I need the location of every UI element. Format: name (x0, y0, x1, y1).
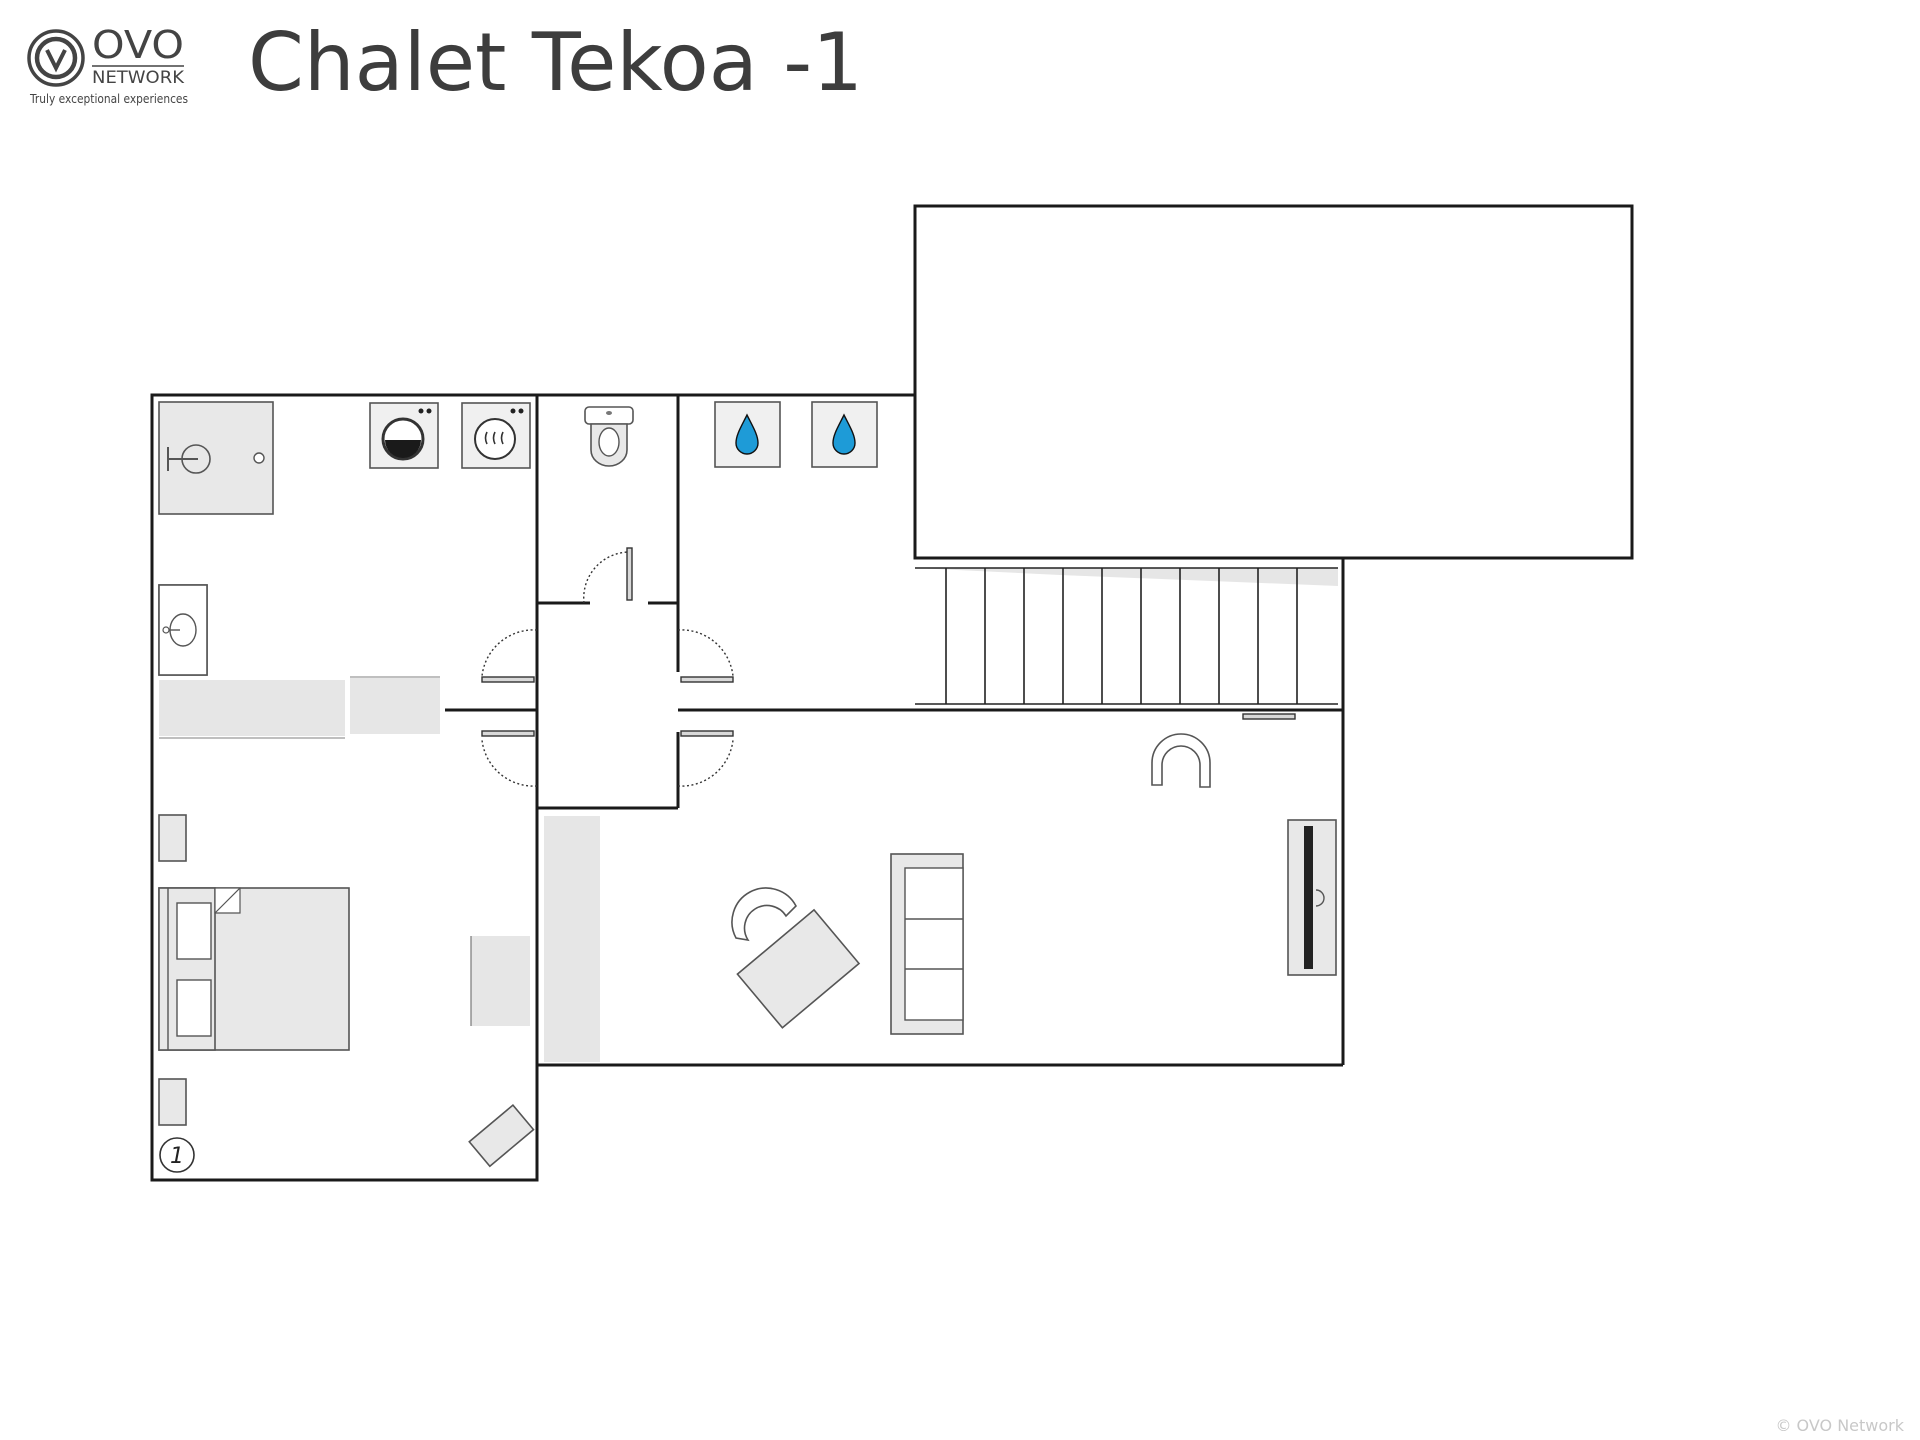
ovo-v-logo-icon (27, 29, 85, 87)
logo-tagline: Truly exceptional experiences (29, 92, 188, 106)
sofa-icon (890, 853, 964, 1035)
dryer-icon (461, 402, 531, 469)
sink-icon (158, 584, 208, 676)
desk (470, 936, 530, 1026)
walls (150, 393, 1345, 1182)
tv-icon (1287, 819, 1337, 976)
logo-sub: NETWORK (92, 68, 185, 88)
stairs-icon (915, 567, 1338, 705)
washing-machine-icon (369, 402, 439, 469)
ovo-network-logo: OVO NETWORK Truly exceptional experience… (27, 23, 188, 106)
water-drop-icon (714, 401, 781, 468)
bedroom-number: 1 (170, 1144, 184, 1169)
double-bed-icon (158, 887, 350, 1051)
logo-brand: OVO (92, 23, 184, 67)
armchair-icon (731, 887, 861, 1029)
water-drop-icon (811, 401, 878, 468)
upper-room (913, 204, 1634, 560)
nightstand (158, 1078, 187, 1126)
bedroom-number-badge: 1 (159, 1137, 195, 1173)
copyright-text: © OVO Network (1775, 1416, 1904, 1435)
toilet-icon (584, 406, 634, 467)
cabinet (544, 816, 600, 1062)
shower-icon (158, 401, 274, 515)
bedroom-chair (468, 1103, 535, 1168)
armchair-icon (1151, 733, 1211, 788)
doors (481, 547, 1296, 787)
page-title: Chalet Tekoa -1 (248, 16, 863, 109)
nightstand (158, 814, 187, 862)
wardrobe (159, 676, 440, 739)
